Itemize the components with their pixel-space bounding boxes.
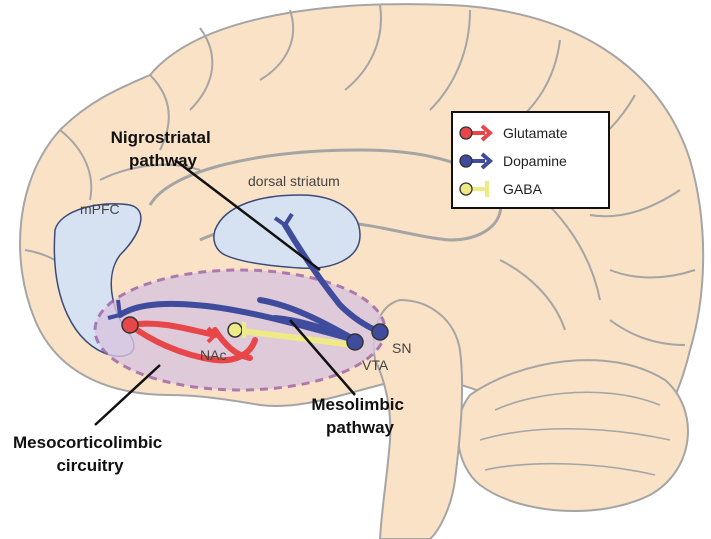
glutamate-cell-body	[121, 316, 139, 334]
dopamine-synapse-icon	[459, 152, 494, 170]
mesolimbic-label: Mesolimbic pathway	[311, 395, 408, 437]
glutamate-terminal-icon	[206, 326, 218, 344]
glutamate-synapse-icon	[459, 124, 494, 142]
gaba-pathway	[232, 327, 353, 348]
gaba-synapse-icon	[459, 181, 489, 197]
pathway-terminals	[107, 212, 389, 351]
dopamine-terminal-icon	[107, 299, 123, 320]
legend-label-glutamate: Glutamate	[503, 125, 568, 141]
legend-label-dopamine: Dopamine	[503, 153, 567, 169]
legend-item-gaba: GABA	[459, 181, 543, 197]
glutamate-pathway	[127, 320, 258, 364]
dopamine-vta-cell-body	[346, 333, 364, 351]
legend-label-gaba: GABA	[503, 181, 543, 197]
vta-label: VTA	[362, 357, 389, 373]
dopamine-sn-cell-body	[371, 323, 389, 341]
legend-item-glutamate: Glutamate	[459, 124, 568, 142]
nac-label: NAc	[200, 347, 226, 363]
mesocorticolimbic-label: Mesocorticolimbic circuitry	[13, 433, 167, 475]
legend: Glutamate Dopamine GABA	[451, 111, 610, 209]
dopamine-pathway	[117, 222, 383, 343]
nigrostriatal-label: Nigrostriatal pathway	[111, 128, 216, 170]
cerebellum	[456, 359, 689, 513]
dorsal-striatum-label: dorsal striatum	[248, 173, 340, 189]
mpfc-label: mPFC	[80, 201, 120, 217]
dopamine-terminal-icon	[273, 212, 294, 228]
cerebellum-folia	[479, 391, 671, 476]
gaba-cell-body	[227, 322, 243, 338]
legend-item-dopamine: Dopamine	[459, 152, 567, 170]
sn-label: SN	[392, 340, 411, 356]
callout-lines	[94, 159, 356, 426]
